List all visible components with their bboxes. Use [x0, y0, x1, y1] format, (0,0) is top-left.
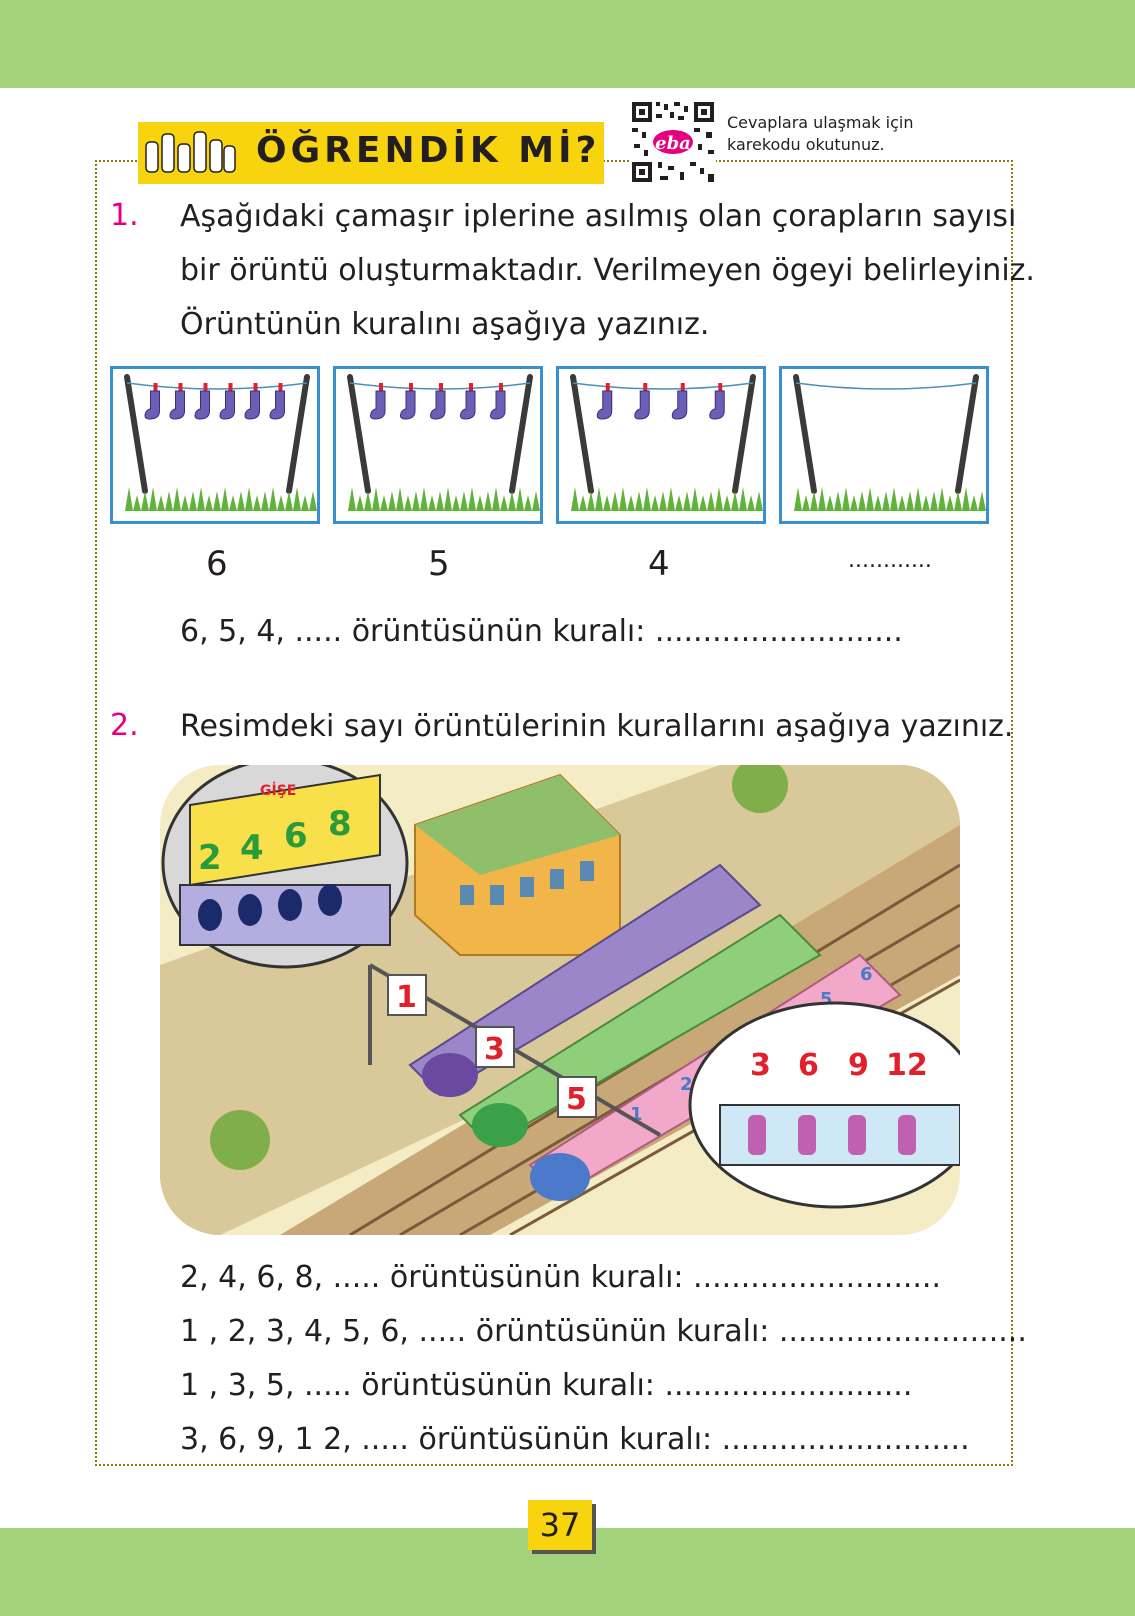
qr-note-line-1: Cevaplara ulaşmak için — [727, 113, 914, 132]
top-color-band — [0, 0, 1135, 88]
sock — [709, 383, 725, 420]
clothesline-rope — [795, 382, 977, 390]
wagon-number-6: 6 — [860, 964, 873, 985]
sock — [596, 383, 613, 420]
question-1-line-1: Aşağıdaki çamaşır iplerine asılmış olan … — [180, 199, 1017, 234]
sock — [144, 383, 160, 420]
sock — [634, 383, 650, 420]
section-banner: ÖĞRENDİK Mİ? — [138, 122, 604, 184]
clothesline-pole-right — [955, 374, 979, 494]
clothesline-pole-right — [732, 374, 756, 494]
qr-note: Cevaplara ulaşmak için karekodu okutunuz… — [727, 112, 913, 156]
seat-number-12: 12 — [886, 1048, 928, 1083]
sock — [194, 383, 210, 420]
sock — [269, 383, 285, 420]
track-sign-5: 5 — [566, 1082, 587, 1117]
page-number: 37 — [528, 1500, 592, 1550]
clothesline-2 — [347, 374, 540, 511]
sock — [400, 383, 416, 420]
sock-count-2: 5 — [428, 544, 450, 584]
clothesline-panel-2 — [333, 366, 543, 524]
question-1-line-3: Örüntünün kuralını aşağıya yazınız. — [180, 307, 710, 342]
track-sign-3: 3 — [484, 1032, 505, 1067]
train-station-illustration: 1 2 3 4 5 6 1 3 5 GİŞE 2 4 6 8 — [160, 765, 960, 1235]
question-2-rule-line-3: 1 , 3, 5, ..... örüntüsünün kuralı: ....… — [180, 1368, 913, 1403]
grass — [794, 487, 986, 511]
question-1-rule-line: 6, 5, 4, ..... örüntüsünün kuralı: .....… — [180, 614, 903, 649]
grass — [125, 487, 317, 511]
clothesline-pole-left — [570, 374, 594, 494]
grass — [571, 487, 763, 511]
sock — [219, 383, 235, 420]
clothesline-4 — [793, 374, 986, 511]
question-1-line-2: bir örüntü oluşturmaktadır. Verilmeyen ö… — [180, 253, 1035, 288]
question-1-text: Aşağıdaki çamaşır iplerine asılmış olan … — [180, 190, 1035, 352]
clothesline-3 — [570, 374, 763, 511]
seat-number-3: 3 — [750, 1048, 771, 1083]
grass — [348, 487, 540, 511]
booth-number-4: 4 — [240, 828, 264, 868]
clothesline-pole-right — [509, 374, 533, 494]
question-2-number: 2. — [110, 708, 139, 743]
question-2-text: Resimdeki sayı örüntülerinin kurallarını… — [180, 709, 1014, 744]
booth-number-2: 2 — [198, 838, 222, 878]
clothesline-panel-3 — [556, 366, 766, 524]
clothesline-rope — [572, 382, 754, 390]
raised-hands-icon — [145, 131, 236, 173]
sock — [370, 383, 386, 420]
sock-count-3: 4 — [648, 544, 670, 584]
question-1-number: 1. — [110, 198, 139, 233]
qr-logo-text: eba — [655, 133, 691, 154]
sock-count-4-blank: ............ — [848, 548, 932, 573]
sock-count-1: 6 — [206, 544, 228, 584]
booth-number-6: 6 — [284, 816, 308, 856]
section-title: ÖĞRENDİK Mİ? — [256, 130, 601, 171]
clothesline-pole-left — [347, 374, 371, 494]
sock — [460, 383, 476, 420]
booth-number-8: 8 — [328, 804, 352, 844]
seat-number-6: 6 — [798, 1048, 819, 1083]
wagon-number-2: 2 — [680, 1074, 693, 1095]
question-2-rule-line-2: 1 , 2, 3, 4, 5, 6, ..... örüntüsünün kur… — [180, 1314, 1027, 1349]
clothesline-pole-left — [793, 374, 817, 494]
seat-number-9: 9 — [848, 1048, 869, 1083]
sock — [671, 383, 688, 420]
clothesline-pole-left — [124, 374, 148, 494]
clothesline-pole-right — [286, 374, 310, 494]
clothesline-1 — [124, 374, 317, 511]
track-sign-1: 1 — [396, 980, 417, 1015]
booth-sign: GİŞE — [260, 782, 296, 799]
sock — [169, 383, 185, 420]
qr-note-line-2: karekodu okutunuz. — [727, 135, 885, 154]
sock — [244, 383, 260, 420]
clothesline-panel-4 — [779, 366, 989, 524]
qr-code-icon[interactable]: eba — [630, 100, 716, 184]
sock — [430, 383, 446, 420]
sock — [490, 383, 506, 420]
clothesline-rope — [126, 382, 308, 390]
question-2-rule-line-1: 2, 4, 6, 8, ..... örüntüsünün kuralı: ..… — [180, 1260, 942, 1295]
clothesline-panel-1 — [110, 366, 320, 524]
question-2-rule-line-4: 3, 6, 9, 1 2, ..... örüntüsünün kuralı: … — [180, 1422, 970, 1457]
